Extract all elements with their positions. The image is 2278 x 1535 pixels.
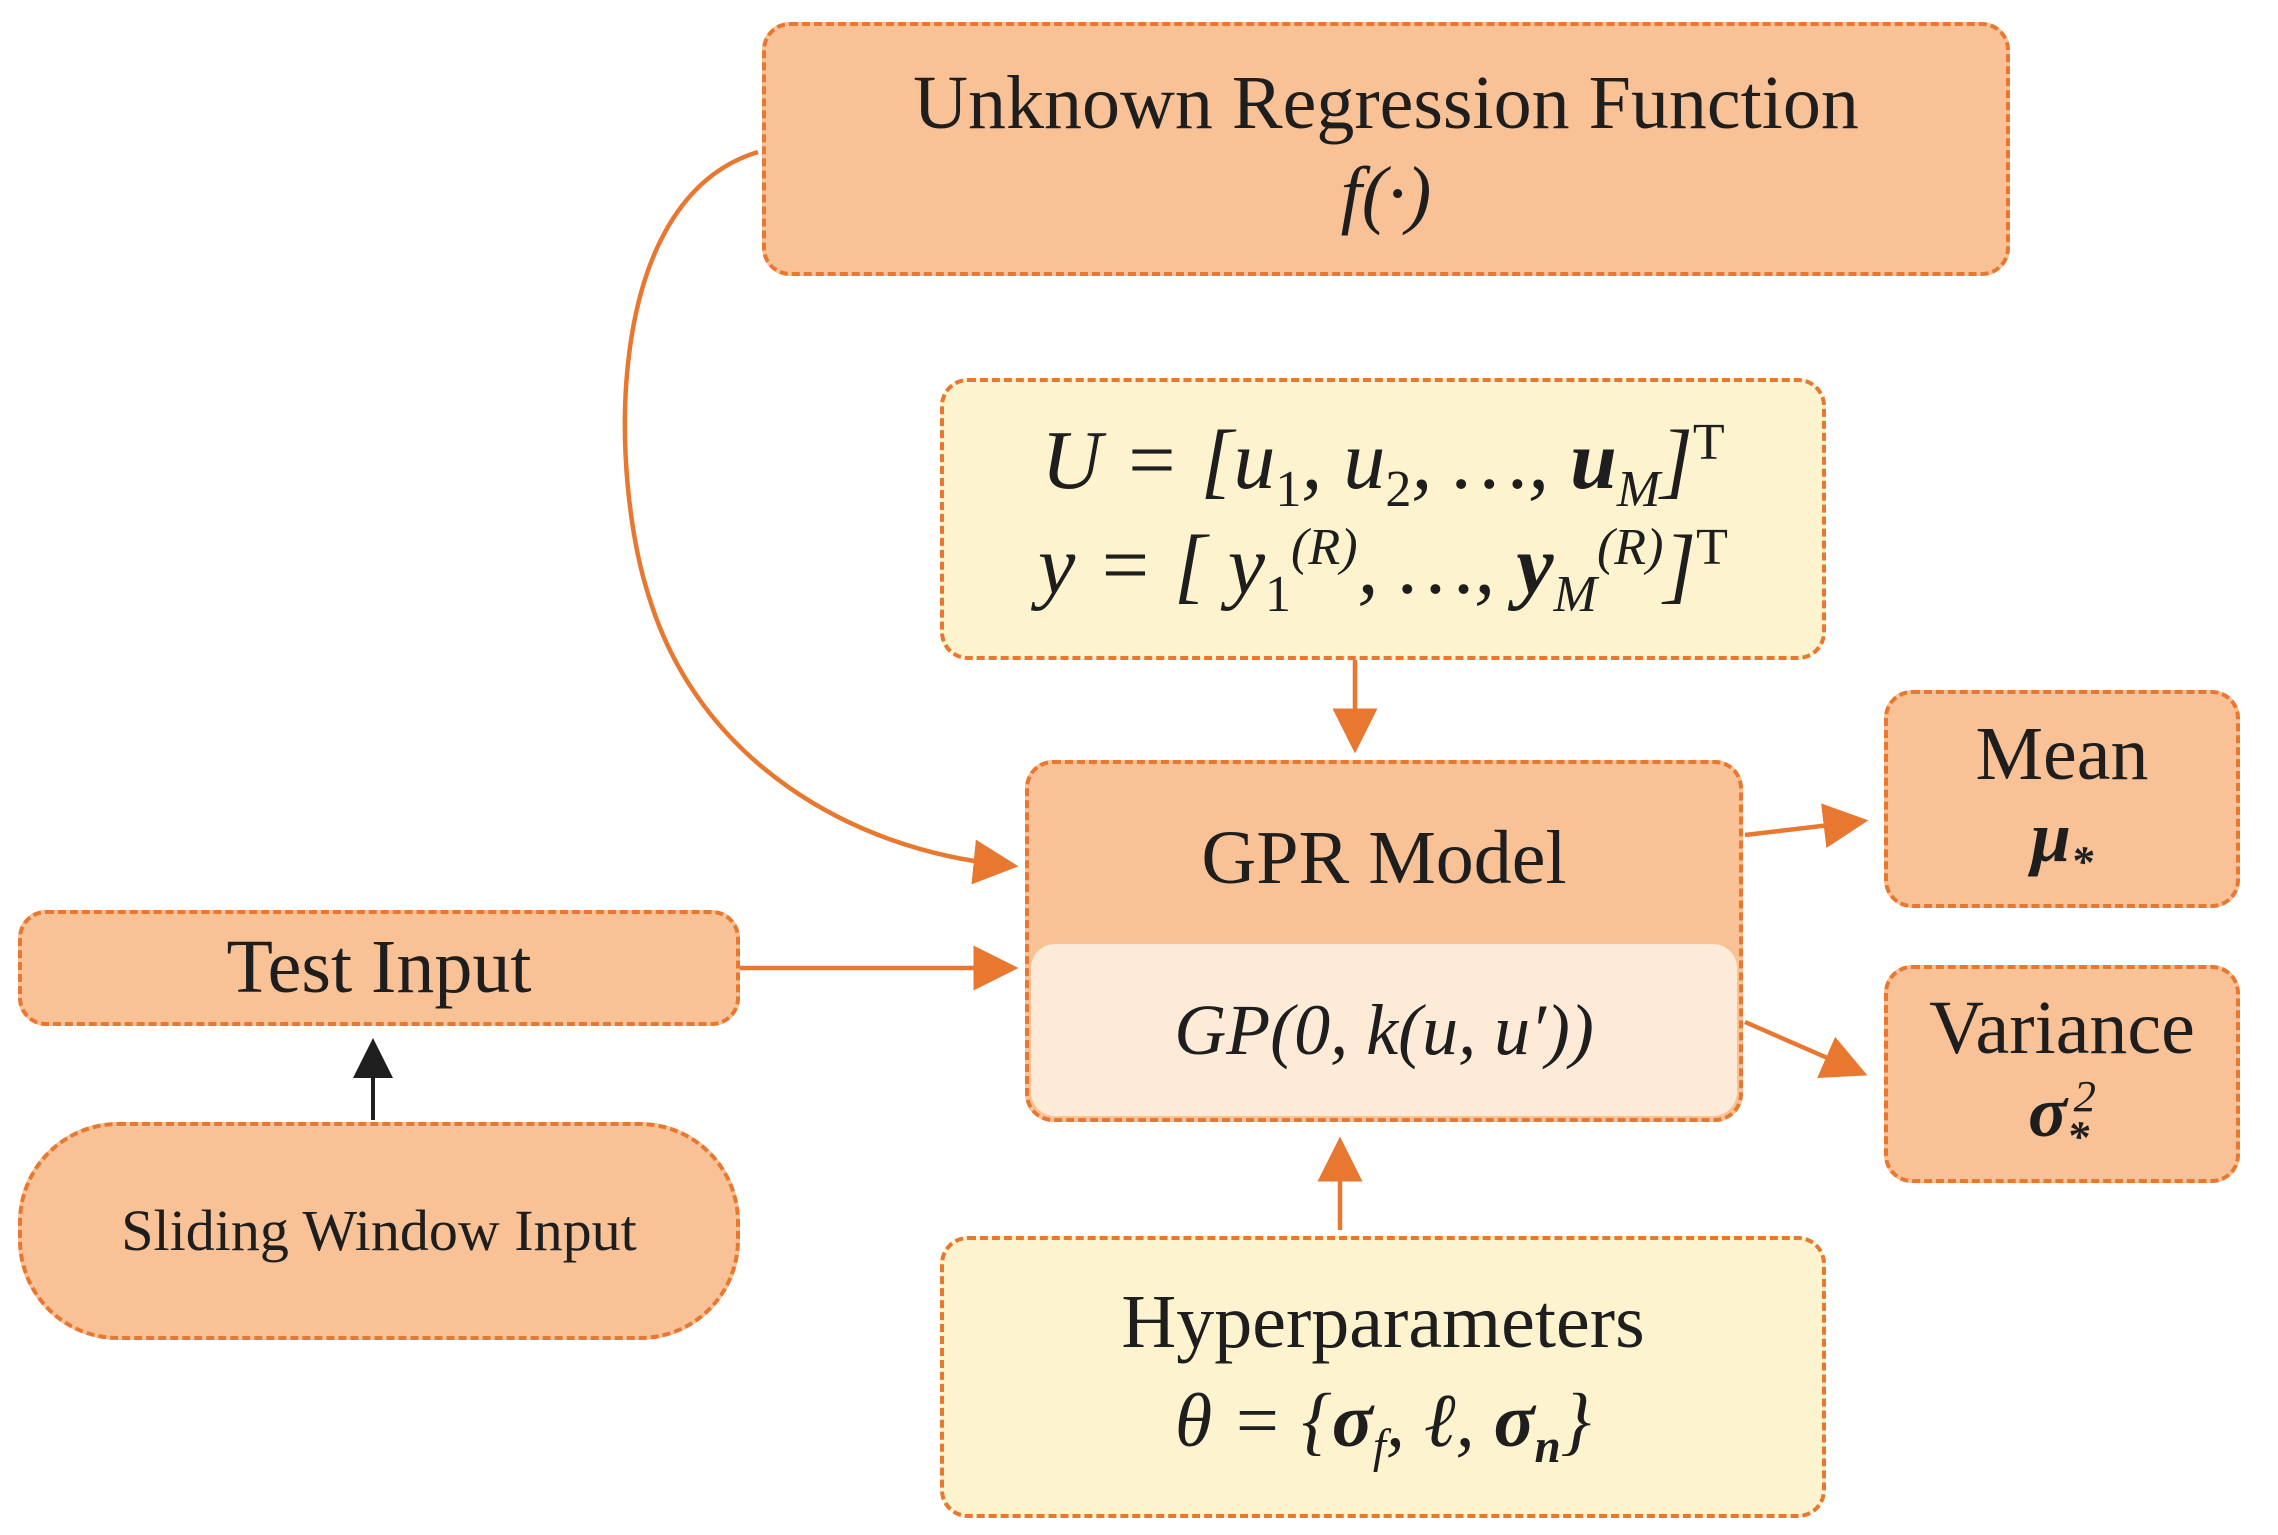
gpr-title: GPR Model	[1201, 816, 1567, 900]
node-hyperparameters: Hyperparameters θ = {σf, ℓ, σn}	[940, 1236, 1826, 1518]
regression-title: Unknown Regression Function	[913, 60, 1859, 145]
edge-regression-to-gpr	[622, 149, 1019, 885]
mean-title: Mean	[1975, 711, 2149, 796]
edge-gpr-to-variance	[1744, 1019, 1868, 1079]
variance-title: Variance	[1929, 986, 2195, 1071]
gpr-kernel-panel: GP(0, k(u, u′))	[1031, 944, 1737, 1116]
mean-symbol: μ*	[2030, 796, 2094, 887]
node-gpr-model: GPR Model GP(0, k(u, u′))	[1025, 760, 1743, 1122]
gpr-formula: GP(0, k(u, u′))	[1174, 989, 1594, 1070]
hyper-formula: θ = {σf, ℓ, σn}	[1174, 1379, 1592, 1474]
node-regression-function: Unknown Regression Function f(·)	[762, 22, 2010, 276]
test-input-title: Test Input	[226, 925, 532, 1010]
node-sliding-window-input: Sliding Window Input	[18, 1122, 740, 1340]
regression-formula: f(·)	[1340, 152, 1432, 236]
variance-symbol: σ*2	[2028, 1071, 2096, 1162]
training-line-2: y = [ y1(R), …, yM(R)]T	[1038, 519, 1728, 623]
node-training-set: U = [u1, u2, …, uM]T y = [ y1(R), …, yM(…	[940, 378, 1826, 660]
edge-gpr-to-mean	[1744, 803, 1869, 849]
node-test-input: Test Input	[18, 910, 740, 1026]
node-mean: Mean μ*	[1884, 690, 2240, 908]
training-line-1: U = [u1, u2, …, uM]T	[1041, 413, 1725, 518]
hyper-title: Hyperparameters	[1121, 1279, 1645, 1364]
node-variance: Variance σ*2	[1884, 965, 2240, 1183]
sliding-window-title: Sliding Window Input	[121, 1197, 637, 1263]
